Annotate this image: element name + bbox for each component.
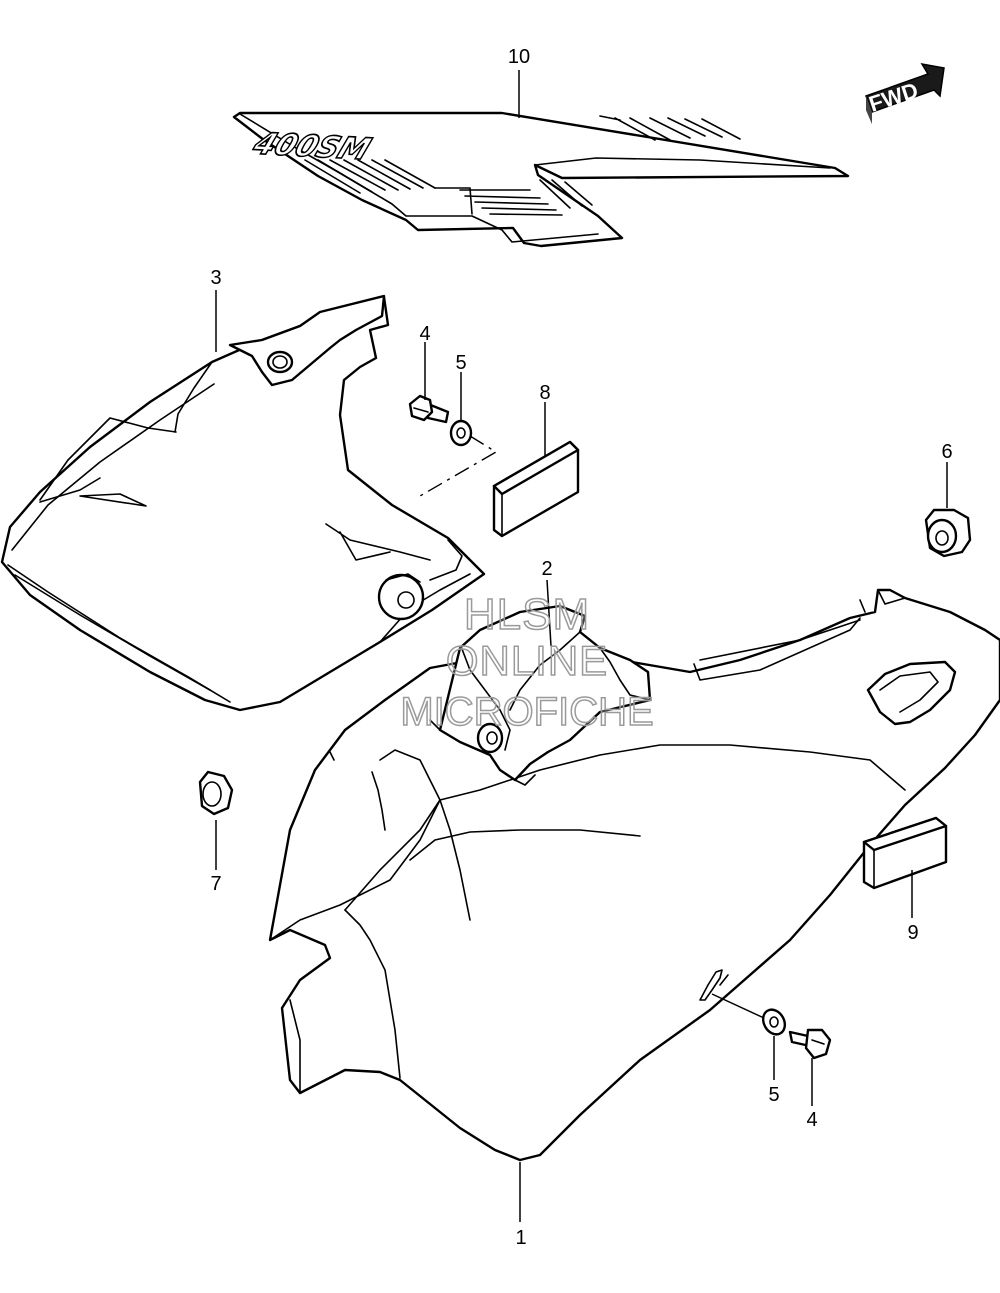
fwd-direction-badge: FWD <box>865 62 945 124</box>
callout-8[interactable]: 8 <box>539 382 550 404</box>
callout-5-upper[interactable]: 5 <box>455 352 466 374</box>
fwd-badge-text: FWD <box>866 77 921 116</box>
callout-6[interactable]: 6 <box>941 441 952 463</box>
part-4-bolt-lower[interactable] <box>788 1028 832 1060</box>
callout-4-upper[interactable]: 4 <box>419 323 430 345</box>
leader-lines <box>215 70 948 1222</box>
callout-7[interactable]: 7 <box>210 873 221 895</box>
callout-9[interactable]: 9 <box>907 922 918 944</box>
part-6-grommet[interactable] <box>924 508 972 558</box>
callout-2[interactable]: 2 <box>541 558 552 580</box>
callout-3[interactable]: 3 <box>210 267 221 289</box>
part-2-inner-cover[interactable] <box>429 604 652 786</box>
callout-1[interactable]: 1 <box>515 1227 526 1249</box>
part-5-washer-upper[interactable] <box>449 419 473 447</box>
callout-4-lower[interactable]: 4 <box>806 1109 817 1131</box>
part-10-decal[interactable]: 400SM <box>232 111 850 248</box>
part-3-left-cover[interactable] <box>0 294 486 712</box>
callout-labels: 10 3 4 5 8 6 2 7 9 5 4 1 <box>210 46 952 1249</box>
part-5-washer-lower[interactable] <box>759 1006 789 1039</box>
callout-10[interactable]: 10 <box>508 46 530 68</box>
part-9-pad[interactable] <box>862 816 948 890</box>
part-7-grommet[interactable] <box>198 770 234 816</box>
part-4-bolt-upper[interactable] <box>408 394 450 424</box>
part-8-pad[interactable] <box>492 440 580 538</box>
callout-5-lower[interactable]: 5 <box>768 1084 779 1106</box>
decal-400sm-text: 400SM <box>247 127 375 167</box>
